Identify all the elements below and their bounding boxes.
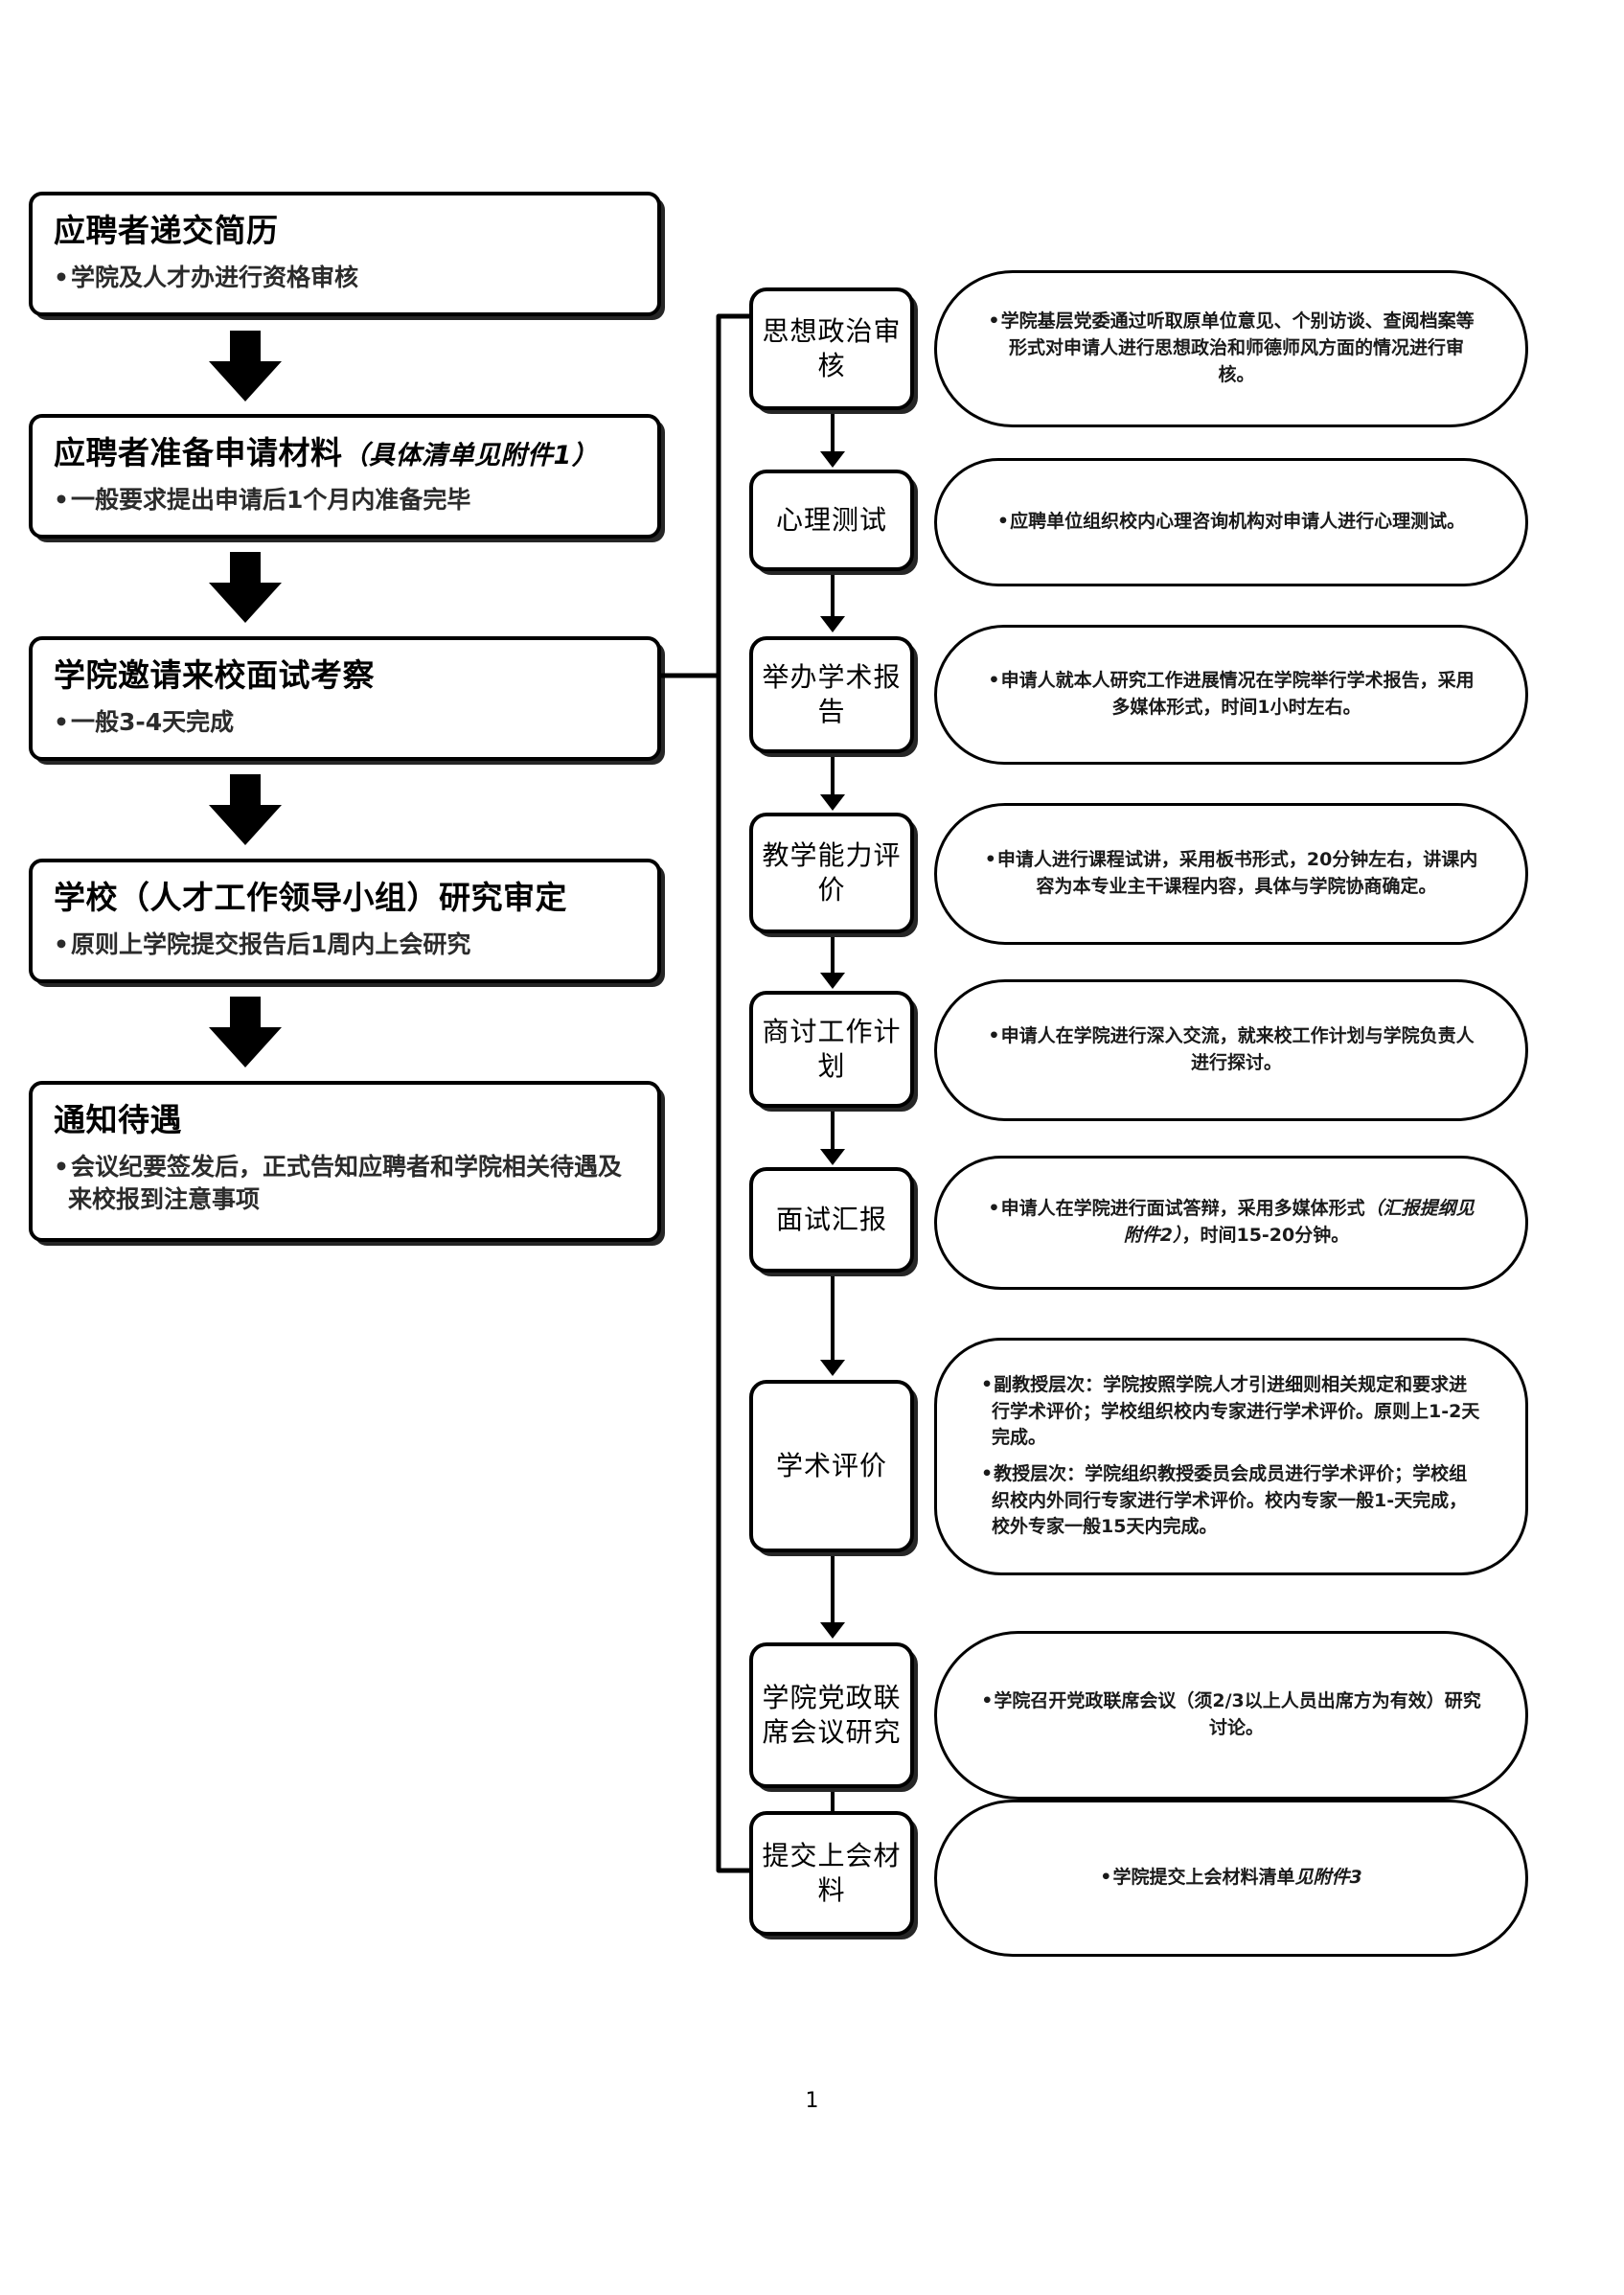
right-arrow-5	[820, 1112, 845, 1165]
down-arrow-3	[209, 774, 282, 845]
right-step-box-6: 面试汇报	[749, 1167, 914, 1273]
down-arrow-4	[209, 997, 282, 1067]
right-desc-bubble-9: 学院提交上会材料清单见附件3	[934, 1800, 1528, 1957]
right-desc-text-5: 申请人在学院进行深入交流，就来校工作计划与学院负责人进行探讨。	[981, 1023, 1481, 1076]
right-step-label-6: 面试汇报	[775, 1203, 887, 1235]
right-step-box-8: 学院党政联席会议研究	[749, 1642, 914, 1788]
left-step-box-2: 应聘者准备申请材料（具体清单见附件1） 一般要求提出申请后1个月内准备完毕	[29, 414, 661, 539]
left-step-title-1: 应聘者递交简历	[54, 212, 279, 249]
left-step-bullet-1: 学院及人才办进行资格审核	[54, 262, 636, 294]
right-desc-list-item-7-2: 教授层次：学院组织教授委员会成员进行学术评价；学校组织校内外同行专家进行学术评价…	[981, 1461, 1481, 1541]
right-desc-text-4: 申请人进行课程试讲，采用板书形式，20分钟左右，讲课内容为本专业主干课程内容，具…	[981, 847, 1481, 900]
right-step-box-9: 提交上会材料	[749, 1811, 914, 1936]
right-arrow-6	[820, 1276, 845, 1376]
right-step-box-4: 教学能力评价	[749, 813, 914, 933]
right-arrow-4	[820, 937, 845, 989]
left-step-bullet-5: 会议纪要签发后，正式告知应聘者和学院相关待遇及来校报到注意事项	[54, 1151, 636, 1216]
right-desc-text-9: 学院提交上会材料清单见附件3	[1100, 1865, 1361, 1892]
down-arrow-2	[209, 552, 282, 623]
branch-connector	[658, 313, 756, 1873]
right-desc-bubble-5: 申请人在学院进行深入交流，就来校工作计划与学院负责人进行探讨。	[934, 979, 1528, 1121]
left-step-bullet-3: 一般3-4天完成	[54, 706, 636, 739]
left-step-bullet-2: 一般要求提出申请后1个月内准备完毕	[54, 484, 636, 516]
right-step-box-1: 思想政治审核	[749, 287, 914, 410]
right-desc-list-item-7-1: 副教授层次：学院按照学院人才引进细则相关规定和要求进行学术评价；学校组织校内专家…	[981, 1372, 1481, 1452]
left-step-title-4: 学校（人才工作领导小组）研究审定	[54, 879, 567, 916]
right-desc-text-6: 申请人在学院进行面试答辩，采用多媒体形式（汇报提纲见附件2），时间15-20分钟…	[981, 1196, 1481, 1249]
left-step-box-5: 通知待遇 会议纪要签发后，正式告知应聘者和学院相关待遇及来校报到注意事项	[29, 1081, 661, 1242]
right-arrow-3	[820, 757, 845, 811]
right-desc-bubble-1: 学院基层党委通过听取原单位意见、个别访谈、查阅档案等形式对申请人进行思想政治和师…	[934, 270, 1528, 427]
left-step-box-3: 学院邀请来校面试考察 一般3-4天完成	[29, 636, 661, 761]
right-arrow-1	[820, 414, 845, 468]
left-step-title-5: 通知待遇	[54, 1101, 182, 1138]
right-desc-bubble-7: 副教授层次：学院按照学院人才引进细则相关规定和要求进行学术评价；学校组织校内专家…	[934, 1338, 1528, 1575]
right-desc-bubble-2: 应聘单位组织校内心理咨询机构对申请人进行心理测试。	[934, 458, 1528, 586]
right-step-label-9: 提交上会材料	[762, 1839, 902, 1906]
right-arrow-2	[820, 575, 845, 632]
right-step-label-7: 学术评价	[775, 1449, 887, 1481]
left-step-title-2: 应聘者准备申请材料（具体清单见附件1）	[54, 434, 599, 471]
right-desc-bubble-8: 学院召开党政联席会议（须2/3以上人员出席方为有效）研究讨论。	[934, 1631, 1528, 1800]
left-step-box-1: 应聘者递交简历 学院及人才办进行资格审核	[29, 192, 661, 316]
right-step-box-5: 商讨工作计划	[749, 991, 914, 1108]
right-desc-list-7: 副教授层次：学院按照学院人才引进细则相关规定和要求进行学术评价；学校组织校内专家…	[981, 1372, 1481, 1541]
right-step-label-8: 学院党政联席会议研究	[762, 1681, 902, 1748]
right-step-label-5: 商讨工作计划	[762, 1015, 902, 1082]
right-step-label-3: 举办学术报告	[762, 660, 902, 727]
right-desc-text-1: 学院基层党委通过听取原单位意见、个别访谈、查阅档案等形式对申请人进行思想政治和师…	[981, 309, 1481, 388]
right-desc-text-2: 应聘单位组织校内心理咨询机构对申请人进行心理测试。	[997, 509, 1465, 536]
right-step-box-7: 学术评价	[749, 1380, 914, 1552]
right-desc-bubble-3: 申请人就本人研究工作进展情况在学院举行学术报告，采用多媒体形式，时间1小时左右。	[934, 625, 1528, 765]
left-step-title-3: 学院邀请来校面试考察	[54, 656, 375, 694]
right-desc-bubble-6: 申请人在学院进行面试答辩，采用多媒体形式（汇报提纲见附件2），时间15-20分钟…	[934, 1156, 1528, 1290]
right-step-box-2: 心理测试	[749, 470, 914, 571]
right-step-label-4: 教学能力评价	[762, 838, 902, 906]
right-arrow-7	[820, 1556, 845, 1639]
down-arrow-1	[209, 331, 282, 402]
right-step-box-3: 举办学术报告	[749, 636, 914, 753]
right-step-label-2: 心理测试	[775, 503, 887, 536]
page-number: 1	[805, 2089, 819, 2113]
right-step-label-1: 思想政治审核	[762, 314, 902, 381]
right-desc-bubble-4: 申请人进行课程试讲，采用板书形式，20分钟左右，讲课内容为本专业主干课程内容，具…	[934, 803, 1528, 945]
right-desc-text-3: 申请人就本人研究工作进展情况在学院举行学术报告，采用多媒体形式，时间1小时左右。	[981, 668, 1481, 721]
right-desc-text-8: 学院召开党政联席会议（须2/3以上人员出席方为有效）研究讨论。	[981, 1688, 1481, 1741]
left-step-bullet-4: 原则上学院提交报告后1周内上会研究	[54, 929, 636, 961]
left-step-box-4: 学校（人才工作领导小组）研究审定 原则上学院提交报告后1周内上会研究	[29, 859, 661, 983]
